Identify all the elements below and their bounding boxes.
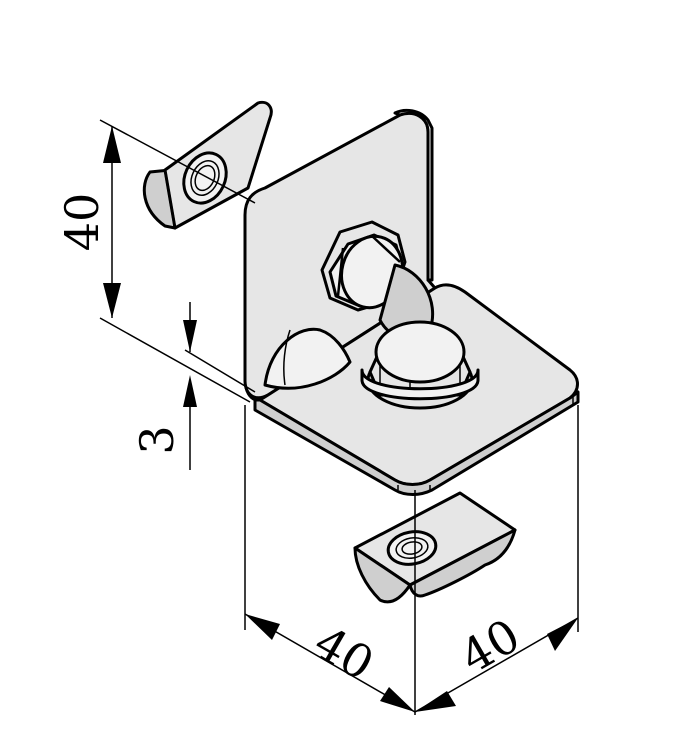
lower-t-nut	[353, 491, 517, 604]
height-dimension-label: 40	[55, 193, 109, 252]
width-right-dimension-label: 40	[451, 608, 529, 684]
thickness-dimension	[183, 302, 256, 470]
thickness-dimension-label: 3	[130, 425, 184, 454]
width-dimensions	[244, 405, 579, 715]
height-dimension	[99, 119, 256, 403]
upper-t-nut	[142, 100, 273, 230]
lower-hex-bolt	[360, 320, 480, 410]
width-left-dimension-label: 40	[305, 615, 383, 691]
